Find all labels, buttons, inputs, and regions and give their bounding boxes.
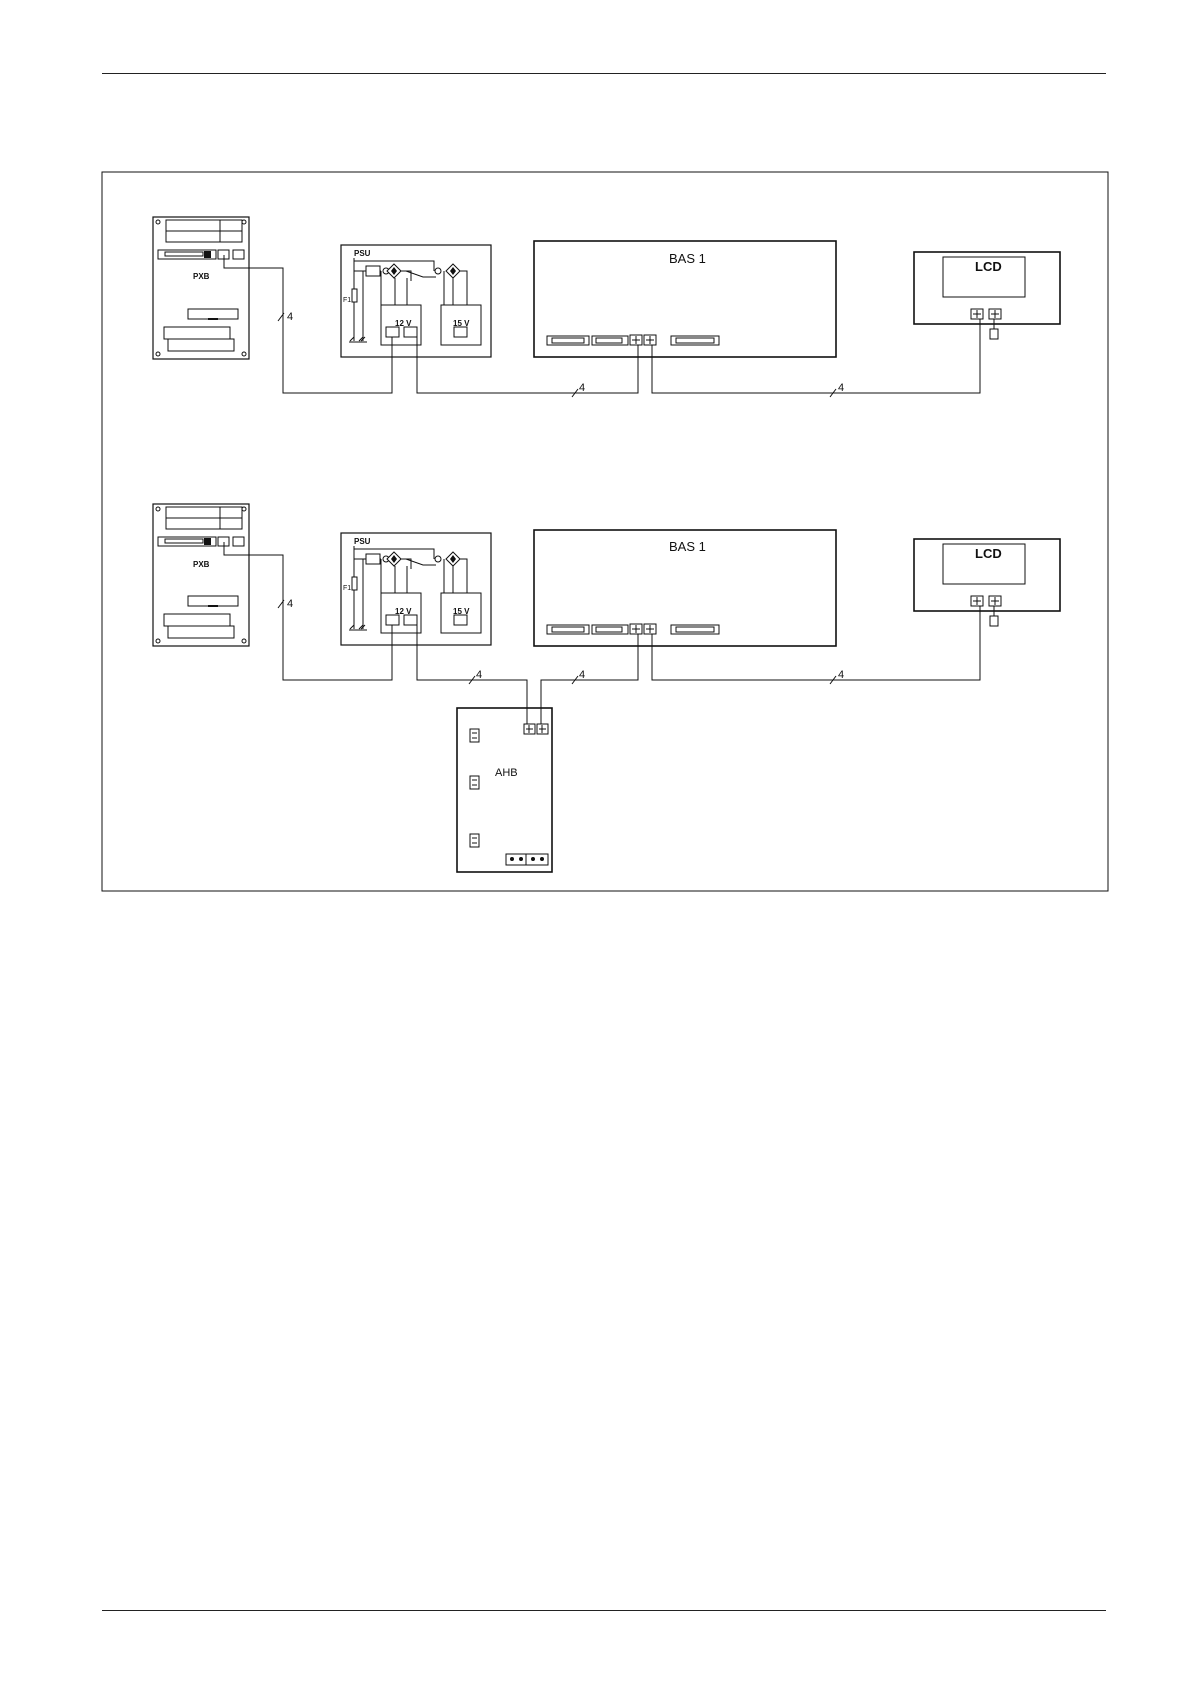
pxb-board-bottom: [153, 504, 249, 646]
bas-label-bottom: BAS 1: [669, 539, 706, 554]
psu-board-top: [341, 245, 491, 357]
psu-board-bottom: [341, 533, 491, 645]
fuse-label-top: F1: [343, 297, 351, 304]
wire-count-6: 4: [579, 669, 585, 681]
fuse-label-bottom: F1: [343, 585, 351, 592]
pxb-label-top: PXB: [193, 272, 210, 281]
ahb-board: [457, 708, 552, 872]
v15-label-bottom: 15 V: [453, 607, 470, 616]
top-diagram: PXB PSU F1 12 V 15 V BAS 1 LCD 4 4 4: [153, 217, 1060, 397]
lcd-label-top: LCD: [975, 259, 1002, 274]
psu-label-top: PSU: [354, 249, 371, 258]
v12-label-bottom: 12 V: [395, 607, 412, 616]
ahb-label: AHB: [495, 767, 518, 779]
wire-count-3: 4: [838, 382, 844, 394]
lcd-label-bottom: LCD: [975, 546, 1002, 561]
pxb-label-bottom: PXB: [193, 560, 210, 569]
bas-label-top: BAS 1: [669, 251, 706, 266]
wire-count-1: 4: [287, 311, 293, 323]
wire-count-4: 4: [287, 598, 293, 610]
pxb-board-top: [153, 217, 249, 359]
v12-label-top: 12 V: [395, 319, 412, 328]
wire-count-5: 4: [476, 669, 482, 681]
bottom-diagram: PXB PSU F1 12 V 15 V BAS 1 LCD AHB: [153, 504, 1060, 872]
wire-count-2: 4: [579, 382, 585, 394]
wire-count-7: 4: [838, 669, 844, 681]
v15-label-top: 15 V: [453, 319, 470, 328]
psu-label-bottom: PSU: [354, 537, 371, 546]
wire-ahb-bas: [541, 634, 638, 724]
